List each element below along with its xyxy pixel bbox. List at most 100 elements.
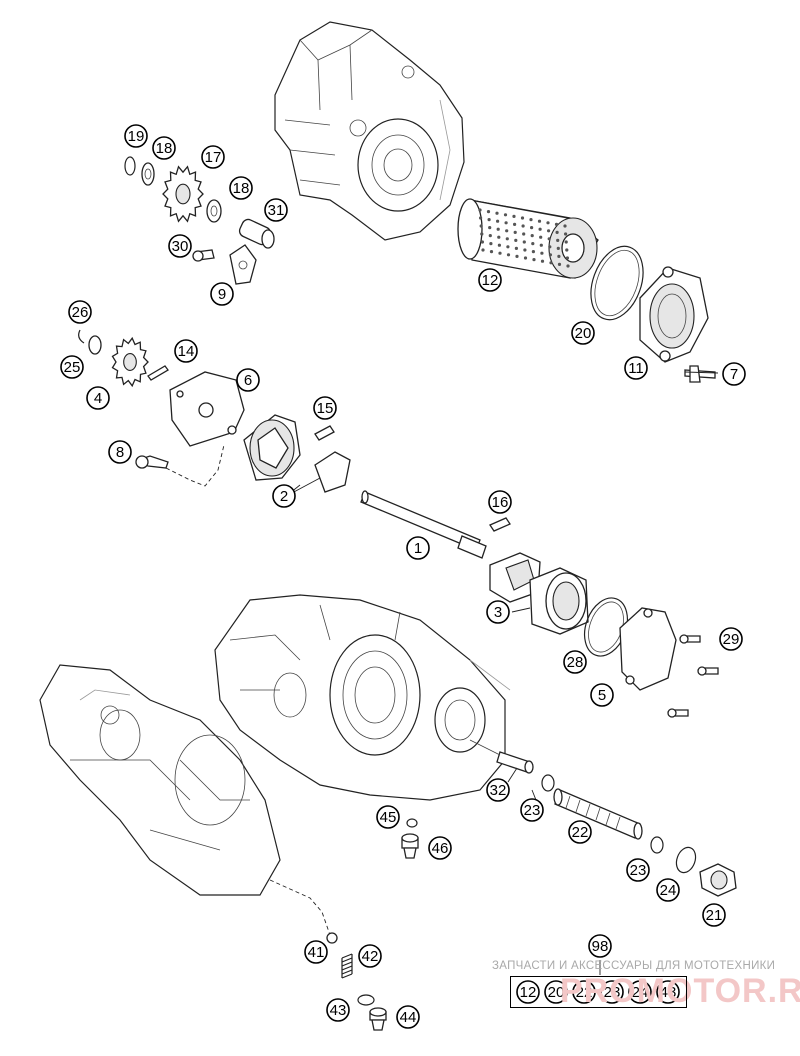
kit-callout-22: 22: [572, 980, 596, 1004]
callout-number: 42: [362, 948, 379, 965]
plug-21: [699, 863, 737, 897]
callout-number: 1: [414, 540, 422, 557]
watermark-logo: PROMOTOR.RU: [560, 972, 800, 1010]
callout-number: 30: [172, 238, 189, 255]
kit-callout-number: 20: [548, 984, 565, 1001]
kit-callout-43: 43: [656, 980, 680, 1004]
washer-43: [357, 994, 375, 1006]
callout-number: 24: [660, 882, 677, 899]
callout-2: 2: [272, 484, 296, 508]
callout-22: 22: [568, 820, 592, 844]
callout-number: 46: [432, 840, 449, 857]
callout-number: 11: [628, 360, 644, 377]
plug-46: [401, 833, 419, 859]
spring-42: [341, 953, 353, 979]
callout-number: 19: [128, 128, 145, 145]
callout-18: 18: [152, 136, 176, 160]
upper-crankcase: [274, 21, 465, 241]
pump-cover-5: [619, 607, 677, 691]
o-ring-24: [675, 846, 697, 874]
callout-44: 44: [396, 1005, 420, 1029]
kit-callout-23: 23: [600, 980, 624, 1004]
callout-98: 98: [588, 934, 612, 958]
kit-98-box: [510, 976, 687, 1008]
callout-21: 21: [702, 903, 726, 927]
callout-number: 32: [490, 782, 507, 799]
pin-16: [489, 517, 511, 532]
gear-4-icon: [111, 336, 149, 388]
callout-number: 5: [598, 687, 606, 704]
kit-callout-number: 22: [576, 984, 593, 1001]
callout-number: 31: [268, 202, 285, 219]
gear-17-icon: [162, 165, 204, 223]
callout-number: 28: [567, 654, 584, 671]
callout-31: 31: [264, 198, 288, 222]
lower-crankcase: [214, 594, 511, 801]
callout-number: 18: [233, 180, 250, 197]
callout-number: 8: [116, 444, 124, 461]
callout-28: 28: [563, 650, 587, 674]
oil-pump-drive-gears-upper: [124, 156, 275, 285]
kit-callout-12: 12: [516, 980, 540, 1004]
oil-screen-32: [496, 751, 534, 774]
callout-17: 17: [201, 145, 225, 169]
kit-callout-number: 43: [660, 984, 677, 1001]
seal-45: [406, 818, 418, 828]
callout-29: 29: [719, 627, 743, 651]
o-ring-23a: [541, 774, 555, 792]
kit-callout-number: 12: [520, 984, 537, 1001]
callout-1: 1: [406, 536, 430, 560]
callout-number: 16: [492, 494, 509, 511]
callout-45: 45: [376, 805, 400, 829]
callout-26: 26: [68, 300, 92, 324]
screws-29: [667, 634, 719, 718]
callout-number: 17: [205, 149, 222, 166]
callout-18: 18: [229, 176, 253, 200]
callout-number: 6: [244, 372, 252, 389]
callout-24: 24: [656, 878, 680, 902]
callout-19: 19: [124, 124, 148, 148]
ball-41: [326, 932, 338, 944]
callout-9: 9: [210, 282, 234, 306]
callout-23: 23: [626, 858, 650, 882]
callout-number: 23: [524, 802, 541, 819]
filter-cover: [639, 266, 709, 363]
pump-shaft-1: [360, 490, 487, 559]
screw-8: [135, 455, 169, 469]
callout-16: 16: [488, 490, 512, 514]
watermark-caption: ЗАПЧАСТИ И АКСЕССУАРЫ ДЛЯ МОТОТЕХНИКИ: [492, 960, 776, 972]
callout-4: 4: [86, 386, 110, 410]
callout-number: 2: [280, 488, 288, 505]
callout-11: 11: [624, 356, 648, 380]
kit-callout-24: 24: [628, 980, 652, 1004]
rotor-set-3: [489, 552, 589, 635]
oil-screen-22: [553, 788, 643, 840]
callout-number: 41: [308, 944, 325, 961]
callout-3: 3: [486, 600, 510, 624]
callout-number: 3: [494, 604, 502, 621]
callout-42: 42: [358, 944, 382, 968]
callout-number: 25: [64, 359, 81, 376]
o-ring-23b: [650, 836, 664, 854]
callout-30: 30: [168, 234, 192, 258]
plug-44: [369, 1007, 387, 1031]
callout-41: 41: [304, 940, 328, 964]
o-ring-20: [590, 245, 644, 321]
callout-number: 4: [94, 390, 102, 407]
kit-callout-number: 24: [632, 984, 649, 1001]
callout-number: 15: [317, 400, 334, 417]
callout-7: 7: [722, 362, 746, 386]
callout-20: 20: [571, 321, 595, 345]
callout-43: 43: [326, 998, 350, 1022]
callout-14: 14: [174, 339, 198, 363]
callout-number: 14: [178, 343, 195, 360]
callout-number: 7: [730, 366, 738, 383]
rotor-set-2: [243, 414, 351, 493]
callout-number: 21: [706, 907, 723, 924]
callout-12: 12: [478, 268, 502, 292]
callout-number: 45: [380, 809, 397, 826]
oil-pump-drive-gears-lower: [78, 329, 169, 388]
callout-number: 44: [400, 1009, 417, 1026]
